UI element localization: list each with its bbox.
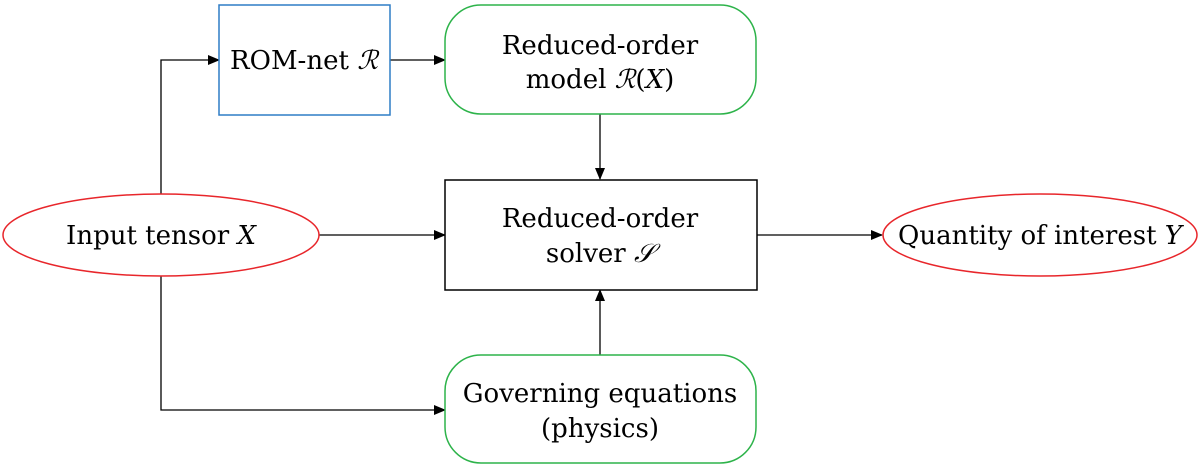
rom-net-box [218, 4, 391, 116]
connector-group [160, 55, 883, 415]
edge-input-to-governing-equations [160, 276, 446, 415]
governing-equations-line2: (physics) [541, 414, 659, 444]
edge-input-to-rom-net [160, 55, 220, 194]
governing-equations-box [444, 354, 757, 464]
node-rom-net: ROM-net ℛ [218, 4, 391, 116]
reduced-order-model-box [444, 4, 757, 115]
reduced-order-model-line2: model ℛ(X) [526, 65, 675, 95]
node-governing-equations: Governing equations (physics) [444, 354, 757, 464]
reduced-order-model-line1: Reduced-order [502, 31, 699, 61]
reduced-order-solver-line1: Reduced-order [502, 204, 699, 234]
node-quantity-of-interest: Quantity of interest Y [882, 193, 1198, 277]
rom-net-label: ROM-net ℛ [230, 46, 380, 76]
reduced-order-solver-line2: solver 𝒮 [546, 239, 661, 269]
input-tensor-ellipse [2, 193, 320, 277]
reduced-order-solver-box [444, 179, 758, 291]
quantity-of-interest-ellipse [882, 193, 1198, 277]
node-reduced-order-solver: Reduced-order solver 𝒮 [444, 179, 758, 291]
input-tensor-label: Input tensor X [66, 221, 257, 251]
quantity-of-interest-label: Quantity of interest Y [898, 221, 1185, 251]
node-input-tensor: Input tensor X [2, 193, 320, 277]
governing-equations-line1: Governing equations [463, 379, 737, 409]
node-reduced-order-model: Reduced-order model ℛ(X) [444, 4, 757, 115]
